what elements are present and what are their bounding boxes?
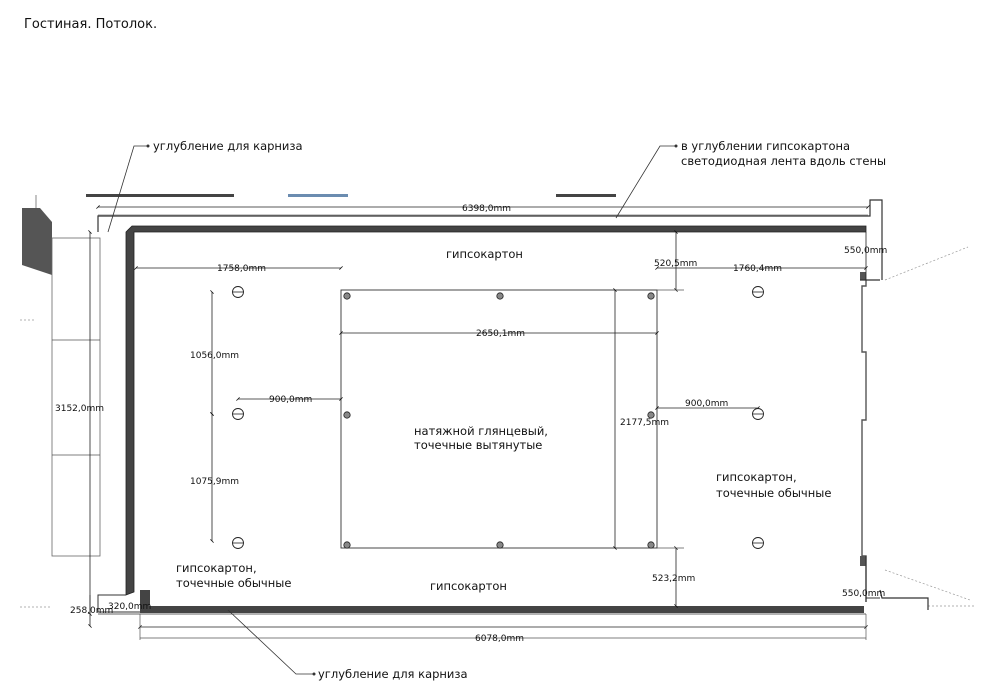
dim-overall-width: 6398,0mm — [462, 204, 511, 214]
dim-bottom-gap: 523,2mm — [652, 574, 695, 584]
dim-inner-width: 6078,0mm — [475, 634, 524, 644]
dim-top-gap: 520,5mm — [654, 259, 697, 269]
stretch-spotlight-icon — [343, 541, 351, 549]
dim-right-offset: 1760,4mm — [733, 264, 782, 274]
stretch-spotlight-icon — [647, 541, 655, 549]
dim-left-offset: 1758,0mm — [217, 264, 266, 274]
page-title: Гостиная. Потолок. — [24, 17, 158, 32]
zone-top-label: гипсокартон — [446, 247, 523, 261]
dim-stretch-width: 2650,1mm — [476, 329, 525, 339]
dim-right-top-recess: 550,0mm — [844, 246, 887, 256]
stretch-spotlights — [343, 292, 655, 549]
zone-center-label-1: натяжной глянцевый, — [414, 424, 548, 438]
zone-bottom-label: гипсокартон — [430, 579, 507, 593]
zone-right-label-2: точечные обычные — [716, 486, 831, 500]
spotlight-icon — [232, 408, 244, 420]
spotlight-icon — [232, 286, 244, 298]
callout-cornice-bottom: углубление для карниза — [318, 667, 468, 681]
spotlight-icon — [232, 537, 244, 549]
dim-bottom-strip: 258,0mm — [70, 606, 113, 616]
spotlight-icon — [752, 537, 764, 549]
stretch-spotlight-icon — [647, 411, 655, 419]
dim-right-bottom-recess: 550,0mm — [842, 589, 885, 599]
dim-bottom-left-small: 320,0mm — [108, 602, 151, 612]
dim-left-light-offset: 900,0mm — [269, 395, 312, 405]
ordinary-spotlights — [232, 286, 764, 549]
stretch-spotlight-icon — [343, 292, 351, 300]
dim-overall-height: 3152,0mm — [55, 404, 104, 414]
zone-left-label-2: точечные обычные — [176, 576, 291, 590]
spotlight-icon — [752, 286, 764, 298]
stretch-spotlight-icon — [647, 292, 655, 300]
dim-left-lower-spacing: 1075,9mm — [190, 477, 239, 487]
zone-center-label-2: точечные вытянутые — [414, 438, 542, 452]
callout-leaders — [107, 144, 678, 676]
dim-stretch-height: 2177,5mm — [620, 418, 669, 428]
room-outline — [97, 199, 883, 615]
dimension-lines — [88, 205, 870, 640]
dim-right-light-offset: 900,0mm — [685, 399, 728, 409]
stretch-spotlight-icon — [496, 292, 504, 300]
exterior-walls — [20, 194, 975, 610]
callout-led-line-1: в углублении гипсокартона — [681, 139, 850, 153]
callout-led-line-2: светодиодная лента вдоль стены — [681, 154, 886, 168]
stretch-spotlight-icon — [496, 541, 504, 549]
dim-left-upper-spacing: 1056,0mm — [190, 351, 239, 361]
zone-right-label-1: гипсокартон, — [716, 470, 797, 484]
zone-left-label-1: гипсокартон, — [176, 561, 257, 575]
spotlight-icon — [752, 408, 764, 420]
stretch-spotlight-icon — [343, 411, 351, 419]
callout-cornice-top: углубление для карниза — [153, 139, 303, 153]
